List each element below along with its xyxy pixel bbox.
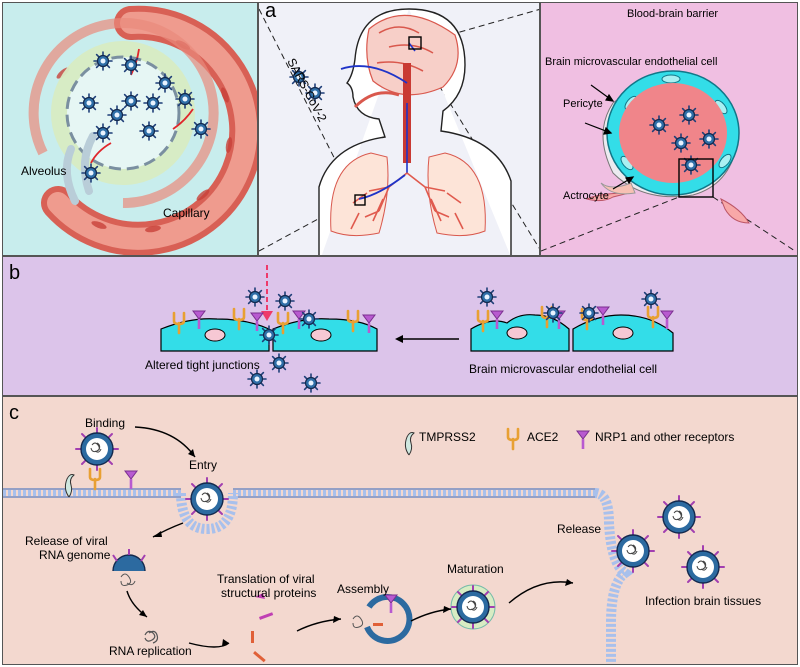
panel-b-illustration: b Altered tight junctions Brain microvas… (9, 262, 675, 393)
legend: TMPRSS2 ACE2 NRP1 and other receptors (404, 427, 734, 456)
step-maturation: Maturation (447, 562, 504, 576)
bbb-panel: Blood-brain barrier Brain microvascular … (540, 2, 798, 256)
step-assembly: Assembly (337, 582, 389, 596)
legend-ace2: ACE2 (527, 430, 559, 444)
alveolus-panel: Alveolus Capillary (2, 2, 258, 256)
tmprss2-icon (404, 432, 415, 456)
alveolus-label: Alveolus (21, 164, 66, 178)
panel-c: c (2, 396, 798, 665)
brain-endothelial-cell-caption: Brain microvascular endothelial cell (469, 362, 657, 376)
altered-tight-junctions-label: Altered tight junctions (145, 358, 260, 372)
step-infection: Infection brain tissues (645, 594, 761, 608)
step-binding: Binding (85, 416, 125, 430)
capillary-label: Capillary (163, 206, 210, 220)
step-entry: Entry (189, 458, 217, 472)
sars-cov-2-label: SARS-CoV-2 (284, 56, 329, 125)
panel-a-label: a (265, 3, 277, 22)
human-body-illustration: a SARS-CoV-2 (259, 3, 539, 255)
step-rna-replication: RNA replication (109, 644, 192, 658)
cell-membrane (3, 488, 634, 664)
panel-b-label: b (9, 262, 20, 284)
step-release-genome-1: Release of viral (25, 534, 108, 548)
bbb-illustration: Blood-brain barrier Brain microvascular … (541, 8, 796, 252)
astrocyte-label: Actrocyte (563, 190, 609, 202)
body-route-panel: a SARS-CoV-2 (258, 2, 540, 256)
bbb-title: Blood-brain barrier (627, 8, 718, 20)
structural-proteins (251, 593, 274, 663)
legend-nrp1: NRP1 and other receptors (595, 430, 734, 444)
alveolus-illustration: Alveolus Capillary (21, 5, 257, 255)
endothelial-cell-label: Brain microvascular endothelial cell (545, 56, 717, 68)
ace2-icon (506, 427, 520, 451)
panel-b: b Altered tight junctions Brain microvas… (2, 256, 798, 396)
assembly-virion (352, 593, 413, 644)
nrp1-icon (575, 429, 591, 451)
step-release: Release (557, 522, 601, 536)
panel-c-label: c (9, 402, 19, 424)
pericyte-label: Pericyte (563, 98, 603, 110)
step-translation-2: structural proteins (221, 586, 316, 600)
step-release-genome-2: RNA genome (39, 548, 111, 562)
panel-c-illustration: c (3, 402, 761, 664)
legend-tmprss2: TMPRSS2 (419, 430, 476, 444)
step-translation-1: Translation of viral (217, 572, 315, 586)
